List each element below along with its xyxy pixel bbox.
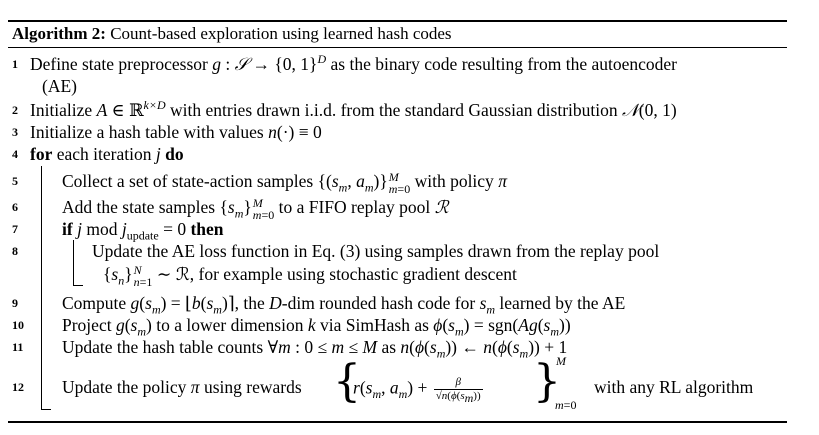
algorithm-title: Count-based exploration using learned ha… [105,24,452,43]
algorithm-caption: Algorithm 2: Count-based exploration usi… [12,22,452,46]
algorithm-line-5: Collect a set of state-action samples {(… [62,169,507,196]
caption-rule [8,47,787,48]
line-number: 7 [12,222,18,236]
line-number: 12 [12,380,24,394]
line-number: 1 [12,57,18,71]
line-number: 4 [12,147,18,161]
line-number: 2 [12,103,18,117]
line-number: 6 [12,200,18,214]
for-block-end [41,409,51,410]
algorithm-number: Algorithm 2: [12,24,106,43]
line-number: 11 [12,340,24,354]
algorithm-line-2: Initialize A ∈ ℝk×D with entries drawn i… [30,98,677,120]
left-brace: { [333,356,361,407]
algorithm-line-9: Compute g(sm) = ⌊b(sm)⌉, the D-dim round… [62,293,626,317]
algorithm-line-1: Define state preprocessor g : 𝒮 → {0, 1}… [30,52,677,74]
right-brace: } [533,356,561,407]
algorithm-line-7: if j mod jupdate = 0 then [62,219,224,243]
reward-expression: { r(sm, am) + β√n(ϕ(sm)) } M m=0 [333,354,577,412]
if-block-bar [73,240,74,286]
bottom-rule [8,421,787,423]
algorithm-line-1-cont: (AE) [42,76,77,96]
line-number: 5 [12,174,18,188]
line-number: 8 [12,244,18,258]
if-block-end [73,285,83,286]
algorithm-line-8: Update the AE loss function in Eq. (3) u… [92,241,660,261]
algorithm-line-12-tail: with any RL algorithm [594,377,754,397]
bonus-fraction: β√n(ϕ(sm)) [433,376,483,406]
line-number: 10 [12,318,24,332]
for-block-bar [41,166,42,410]
algorithm-line-3: Initialize a hash table with values n(·)… [30,122,322,142]
algorithm-line-4: for each iteration j do [30,144,184,164]
algorithm-line-11: Update the hash table counts ∀m : 0 ≤ m … [62,337,568,361]
line-number: 3 [12,125,18,139]
top-rule [8,20,787,22]
algorithm-line-12: Update the policy π using rewards [62,377,302,397]
line-number: 9 [12,296,18,310]
algorithm-line-10: Project g(sm) to a lower dimension k via… [62,315,571,339]
